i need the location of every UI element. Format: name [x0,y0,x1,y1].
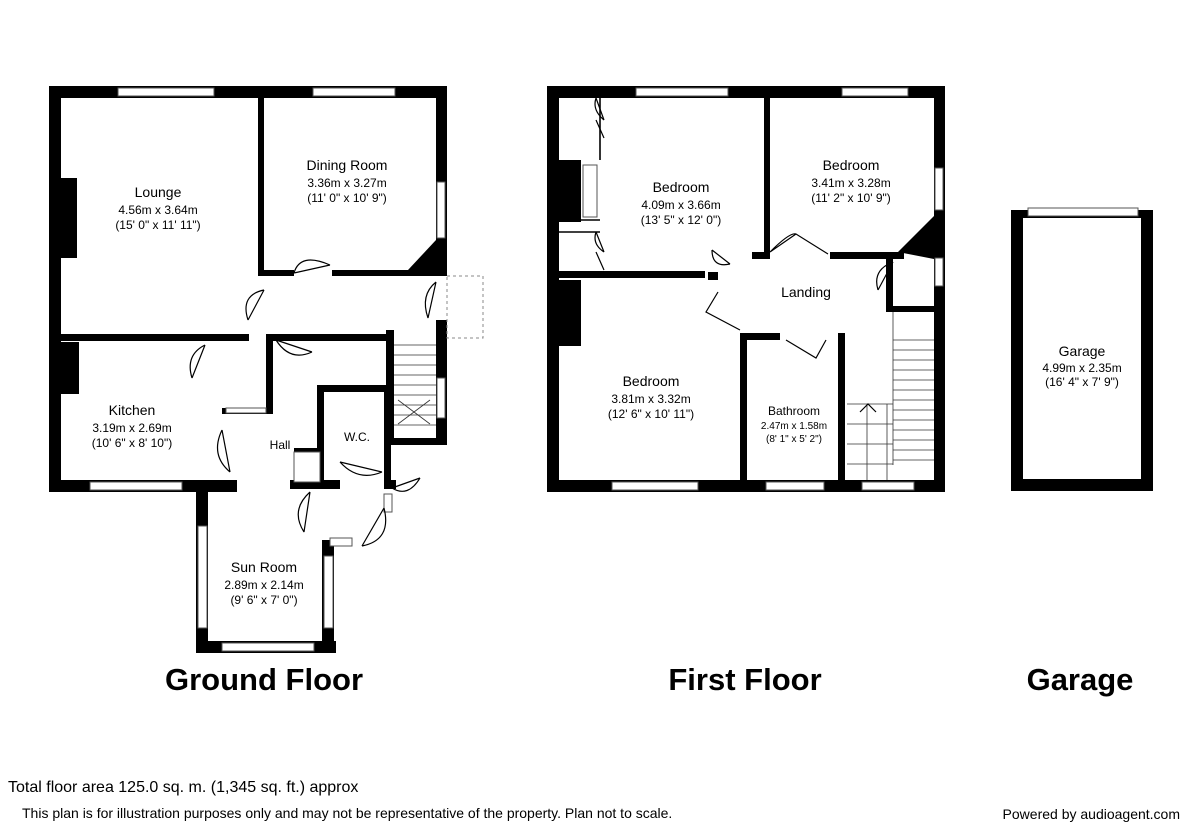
dining-name: Dining Room [307,157,388,173]
garage-metric: 4.99m x 2.35m [1042,361,1121,375]
bedroom1-metric: 4.09m x 3.66m [641,198,720,212]
ground-stairs [394,344,436,426]
ground-floor-title: Ground Floor [165,662,363,697]
first-floor-plan [547,86,945,492]
bathroom-name: Bathroom [768,404,820,418]
garage-plan [1011,207,1153,491]
lounge-metric: 4.56m x 3.64m [118,203,197,217]
wc-name: W.C. [344,430,370,444]
sunroom-name: Sun Room [231,559,297,575]
kitchen-imperial: (10' 6" x 8' 10") [92,436,172,450]
total-floor-area: Total floor area 125.0 sq. m. (1,345 sq.… [8,779,359,796]
kitchen-name: Kitchen [109,402,156,418]
hall-name: Hall [270,438,291,452]
kitchen-metric: 3.19m x 2.69m [92,421,171,435]
garage-imperial: (16' 4" x 7' 9") [1045,375,1119,389]
first-stairs [847,312,934,480]
bedroom3-metric: 3.81m x 3.32m [611,392,690,406]
sunroom-metric: 2.89m x 2.14m [224,578,303,592]
bedroom1-name: Bedroom [653,179,710,195]
ground-floor-plan [49,86,484,653]
garage-name: Garage [1059,343,1106,359]
bedroom2-imperial: (11' 2" x 10' 9") [811,191,891,205]
bedroom2-metric: 3.41m x 3.28m [811,176,890,190]
lounge-imperial: (15' 0" x 11' 11") [115,218,200,232]
sunroom-imperial: (9' 6" x 7' 0") [230,593,297,607]
bedroom3-name: Bedroom [623,373,680,389]
powered-by-credit: Powered by audioagent.com [1002,806,1180,822]
first-floor-title: First Floor [668,662,821,697]
disclaimer-text: This plan is for illustration purposes o… [22,805,673,821]
dining-imperial: (11' 0" x 10' 9") [307,191,387,205]
bathroom-imperial: (8' 1" x 5' 2") [766,434,822,445]
landing-name: Landing [781,284,831,300]
bedroom2-name: Bedroom [823,157,880,173]
bathroom-metric: 2.47m x 1.58m [761,421,827,432]
bedroom1-imperial: (13' 5" x 12' 0") [641,213,721,227]
dining-metric: 3.36m x 3.27m [307,176,386,190]
bedroom3-imperial: (12' 6" x 10' 11") [608,407,694,421]
garage-title: Garage [1027,662,1134,697]
lounge-name: Lounge [135,184,182,200]
